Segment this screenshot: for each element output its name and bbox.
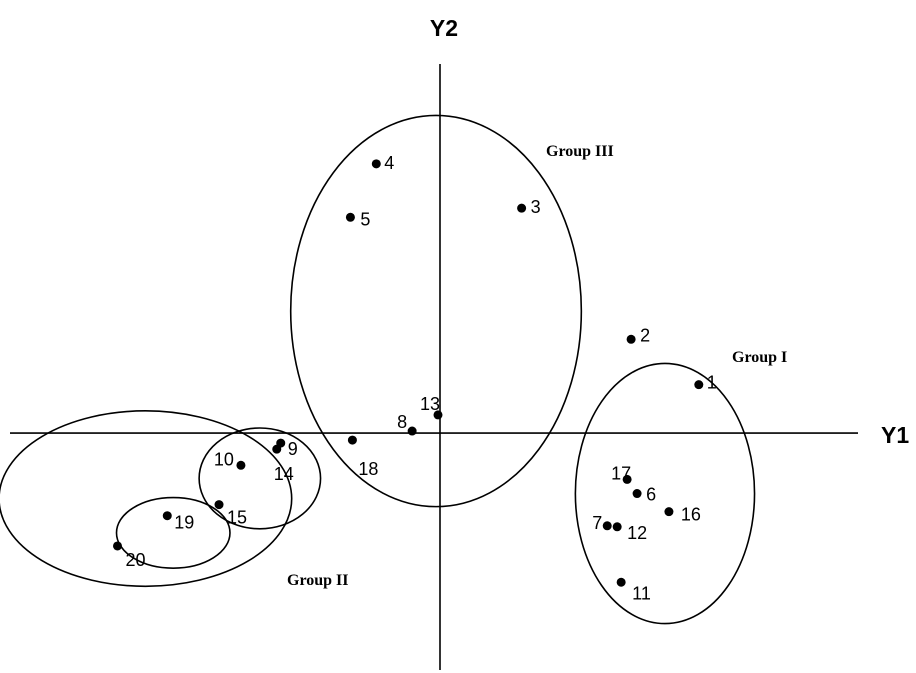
point-1 <box>694 380 704 390</box>
point-14 <box>272 444 282 454</box>
point-8 <box>407 426 417 436</box>
point-7 <box>602 521 612 531</box>
point-label-1: 1 <box>707 373 717 393</box>
point-label-20: 20 <box>126 550 146 570</box>
point-label-19: 19 <box>174 513 194 533</box>
point-label-10: 10 <box>214 449 234 469</box>
point-13 <box>433 410 443 420</box>
point-11 <box>616 577 626 587</box>
point-16 <box>664 507 674 517</box>
point-6 <box>632 489 642 499</box>
point-4 <box>371 159 381 169</box>
point-label-9: 9 <box>288 439 298 459</box>
point-17 <box>622 474 632 484</box>
point-12 <box>612 522 622 532</box>
point-10 <box>236 460 246 470</box>
point-15 <box>214 500 224 510</box>
point-label-6: 6 <box>646 485 656 505</box>
group-label-1: Group I <box>732 349 787 366</box>
group-ellipse-1 <box>574 362 756 625</box>
point-label-5: 5 <box>360 209 370 229</box>
subgroup-ellipse-1 <box>198 427 322 530</box>
point-3 <box>517 203 527 213</box>
point-label-15: 15 <box>227 508 247 528</box>
subgroup-ellipse-2 <box>115 496 231 569</box>
group-labels: Group I Group II Group III <box>287 143 787 589</box>
point-label-13: 13 <box>420 394 440 414</box>
point-label-2: 2 <box>640 325 650 345</box>
group-label-2: Group II <box>287 572 349 589</box>
point-label-14: 14 <box>274 464 294 484</box>
point-20 <box>113 541 122 551</box>
point-19 <box>162 511 172 521</box>
point-5 <box>345 212 355 222</box>
point-label-12: 12 <box>627 523 647 543</box>
point-label-8: 8 <box>397 412 407 432</box>
point-label-3: 3 <box>531 197 541 217</box>
x-axis-title: Y1 <box>881 422 909 448</box>
point-label-17: 17 <box>611 463 631 483</box>
group-label-3: Group III <box>546 143 614 160</box>
group-ellipse-3 <box>289 114 583 508</box>
cluster-ellipses <box>0 114 756 625</box>
point-18 <box>347 435 357 445</box>
point-label-16: 16 <box>681 505 701 525</box>
group-ellipse-2 <box>0 410 293 588</box>
point-label-4: 4 <box>384 153 394 173</box>
point-label-7: 7 <box>592 513 602 533</box>
point-label-11: 11 <box>632 583 651 603</box>
point-label-18: 18 <box>358 459 378 479</box>
y-axis-title: Y2 <box>430 15 458 41</box>
point-2 <box>626 334 636 344</box>
